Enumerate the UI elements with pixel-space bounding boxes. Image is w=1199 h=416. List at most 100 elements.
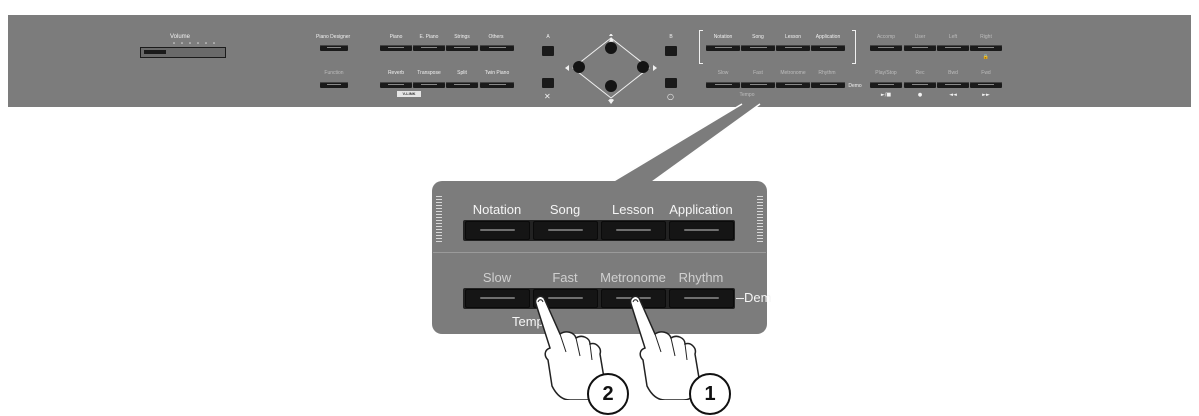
zoom-demo-label: Dem: [744, 290, 772, 305]
zoom-tempo-label: Temp: [512, 314, 544, 329]
effect-button-reverb[interactable]: [380, 82, 412, 88]
a-button[interactable]: [542, 46, 554, 56]
play-stop-symbol-icon: ►/■: [880, 92, 892, 98]
cursor-down-button[interactable]: [605, 80, 617, 92]
zoom-button-song[interactable]: [533, 221, 598, 240]
transport-button-play-stop[interactable]: [870, 82, 902, 88]
zoom-button-rhythm[interactable]: [669, 289, 734, 308]
step-number-2: 2: [602, 383, 614, 405]
zoom-button-fast[interactable]: [533, 289, 598, 308]
lock-icon: 🔒: [982, 54, 990, 60]
mode-group-left-bracket: [699, 30, 703, 64]
effect-button-split[interactable]: [446, 82, 478, 88]
tone-button-others[interactable]: [480, 45, 514, 51]
cursor-down-arrow-icon: ▼: [609, 98, 614, 105]
zoom-label-fast: Fast: [552, 270, 578, 285]
tempo-button-rhythm[interactable]: [811, 82, 845, 88]
o-symbol: ○: [667, 92, 674, 101]
transport-label-rec: Rec: [915, 70, 925, 76]
tempo-label-rhythm: Rhythm: [818, 70, 836, 76]
mode-label-application: Application: [815, 34, 841, 40]
transport-button-bwd[interactable]: [937, 82, 969, 88]
transport-label-fwd: Fwd: [981, 70, 991, 76]
fwd-symbol-icon: ►►: [982, 92, 990, 98]
track-label-user: User: [914, 34, 926, 40]
zoom-button-notation[interactable]: [465, 221, 530, 240]
demo-label: Demo: [848, 83, 862, 89]
tone-label-others: Others: [488, 34, 504, 40]
left-ridge-decoration: [436, 196, 442, 244]
track-button-right[interactable]: [970, 45, 1002, 51]
function-label: Function: [324, 70, 344, 76]
zoom-button-slow[interactable]: [465, 289, 530, 308]
mode-button-song[interactable]: [741, 45, 775, 51]
zoom-label-song: Song: [549, 202, 581, 217]
piano-designer-button[interactable]: [320, 45, 348, 51]
volume-scale-dots: [173, 42, 215, 44]
tone-button-piano[interactable]: [380, 45, 412, 51]
piano-control-panel: [8, 15, 1191, 107]
b-button[interactable]: [665, 46, 677, 56]
function-button[interactable]: [320, 82, 348, 88]
tone-button-strings[interactable]: [446, 45, 478, 51]
pressing-finger-icon: [534, 295, 606, 400]
zoom-button-application[interactable]: [669, 221, 734, 240]
tempo-button-metronome[interactable]: [776, 82, 810, 88]
cursor-up-button[interactable]: [605, 42, 617, 54]
cursor-right-button[interactable]: [637, 61, 649, 73]
mode-label-song: Song: [752, 34, 764, 40]
tempo-button-fast[interactable]: [741, 82, 775, 88]
zoom-label-lesson: Lesson: [612, 202, 654, 217]
track-label-left: Left: [948, 34, 958, 40]
v-link-logo: V-LINK: [397, 91, 421, 97]
track-button-left[interactable]: [937, 45, 969, 51]
demo-connector-line: [736, 298, 744, 299]
bwd-symbol-icon: ◄◄: [949, 92, 957, 98]
tone-button-epiano[interactable]: [413, 45, 445, 51]
mode-button-notation[interactable]: [706, 45, 740, 51]
step-marker-1: 1: [689, 373, 731, 415]
zoom-button-lesson[interactable]: [601, 221, 666, 240]
tempo-label-metronome: Metronome: [780, 70, 806, 76]
b-label: B: [669, 34, 673, 40]
volume-slider[interactable]: [140, 47, 226, 58]
transport-button-fwd[interactable]: [970, 82, 1002, 88]
mode-group-right-bracket: [852, 30, 856, 64]
x-button[interactable]: [542, 78, 554, 88]
effect-label-reverb: Reverb: [387, 70, 405, 76]
cursor-left-button[interactable]: [573, 61, 585, 73]
cursor-up-arrow-icon: ▲: [609, 36, 614, 43]
transport-label-bwd: Bwd: [948, 70, 958, 76]
transport-label-play-stop: Play/Stop: [875, 70, 897, 76]
transport-button-rec[interactable]: [904, 82, 936, 88]
effect-label-twin-piano: Twin Piano: [484, 70, 510, 76]
tone-label-piano: Piano: [389, 34, 403, 40]
pressing-finger-icon: [629, 295, 701, 400]
track-button-user[interactable]: [904, 45, 936, 51]
o-button[interactable]: [665, 78, 677, 88]
track-label-accomp: Accomp: [876, 34, 896, 40]
track-button-accomp[interactable]: [870, 45, 902, 51]
x-symbol: ✕: [544, 92, 551, 101]
track-label-right: Right: [980, 34, 992, 40]
tempo-label-slow: Slow: [717, 70, 729, 76]
tempo-group-label: Tempo: [739, 92, 755, 98]
piano-designer-label: Piano Designer: [316, 34, 351, 40]
mode-button-application[interactable]: [811, 45, 845, 51]
effect-button-transpose[interactable]: [413, 82, 445, 88]
step-number-1: 1: [704, 383, 716, 405]
cursor-dpad[interactable]: [563, 34, 659, 106]
effect-label-split: Split: [457, 70, 467, 76]
tone-label-epiano: E. Piano: [419, 34, 439, 40]
volume-label: Volume: [170, 34, 191, 40]
mode-button-lesson[interactable]: [776, 45, 810, 51]
step-marker-2: 2: [587, 373, 629, 415]
zoom-label-metronome: Metronome: [600, 270, 666, 285]
tempo-button-slow[interactable]: [706, 82, 740, 88]
zoom-mode-button-row: [463, 220, 735, 241]
effect-button-twin-piano[interactable]: [480, 82, 514, 88]
volume-slider-knob[interactable]: [144, 50, 166, 54]
mode-label-lesson: Lesson: [784, 34, 802, 40]
zoom-label-application: Application: [669, 202, 733, 217]
